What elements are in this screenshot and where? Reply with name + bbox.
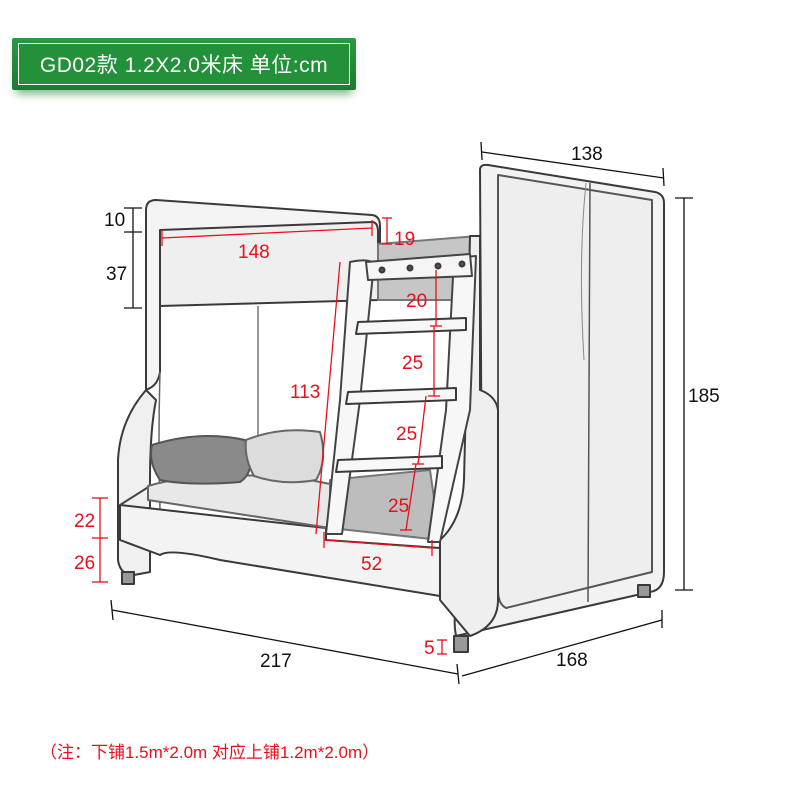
lower-leg-left <box>121 571 135 585</box>
dim-guard-top-offset: 19 <box>394 229 415 250</box>
dim-upper-rail-height: 10 <box>104 210 125 231</box>
ladder-top-bar <box>365 253 473 281</box>
dim-total-width: 168 <box>556 650 588 671</box>
pillow-dark <box>150 435 252 485</box>
dim-lower-mattress-height: 22 <box>74 511 95 532</box>
dim-upper-guard-length: 148 <box>238 242 270 263</box>
red-dimension-lines <box>92 217 447 655</box>
right-headboard-panel <box>497 174 653 609</box>
dim-total-length: 217 <box>260 651 292 672</box>
title-banner: GD02款 1.2X2.0米床 单位:cm <box>12 38 360 96</box>
footnote: （注：下铺1.5m*2.0m 对应上铺1.2m*2.0m） <box>40 743 380 762</box>
front-post <box>439 235 499 637</box>
dim-leg-height: 5 <box>424 638 435 659</box>
dim-ladder-step-4: 25 <box>388 496 409 517</box>
dim-total-height: 185 <box>688 386 720 407</box>
title-box: GD02款 1.2X2.0米床 单位:cm <box>18 43 350 85</box>
right-leg-front <box>453 635 469 653</box>
pillow-light <box>244 429 325 484</box>
bed-illustration <box>117 163 665 653</box>
ladder-rung-1 <box>355 317 467 335</box>
black-dimension-lines <box>110 141 693 685</box>
upper-guard-rail <box>159 221 379 307</box>
dim-ladder-step-3: 25 <box>396 424 417 445</box>
dim-upper-guard-height: 37 <box>106 264 127 285</box>
ladder <box>325 253 477 543</box>
dim-ladder-height: 113 <box>290 382 320 403</box>
page-title: GD02款 1.2X2.0米床 单位:cm <box>39 54 329 77</box>
ladder-rung-2 <box>345 387 457 405</box>
dim-ladder-step-2: 25 <box>402 353 423 374</box>
dim-ladder-step-1: 20 <box>406 291 427 312</box>
right-leg-back <box>637 584 651 598</box>
dim-lower-bed-clearance: 26 <box>74 553 95 574</box>
dim-ladder-width: 52 <box>361 554 382 575</box>
dim-top-width: 138 <box>571 144 603 165</box>
